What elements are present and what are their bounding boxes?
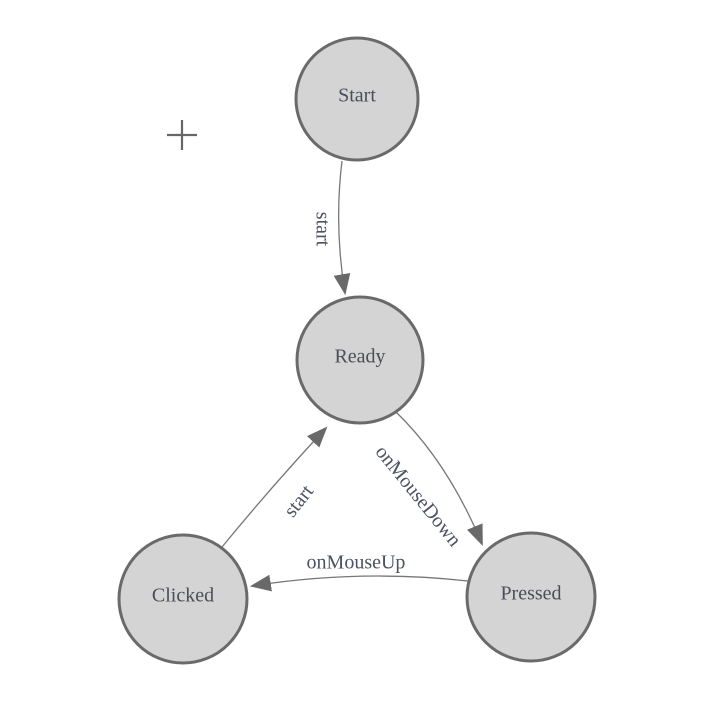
edge-label-pressed-to-clicked[interactable]: onMouseUp xyxy=(307,552,406,574)
node-circle-pressed[interactable] xyxy=(465,531,597,663)
node-label-start: Start xyxy=(338,85,376,107)
node-circle-start[interactable] xyxy=(294,36,420,162)
edge-line-ready-to-pressed[interactable] xyxy=(394,410,483,546)
edge-label-start-to-ready[interactable]: start xyxy=(311,212,333,247)
node-label-ready: Ready xyxy=(334,346,385,368)
edge-pressed-to-clicked: onMouseUp xyxy=(249,552,469,592)
node-label-pressed: Pressed xyxy=(500,583,561,605)
node-circle-ready[interactable] xyxy=(295,295,425,425)
node-ready[interactable]: Ready xyxy=(295,295,425,425)
node-circle-clicked[interactable] xyxy=(117,533,249,665)
edge-line-start-to-ready[interactable] xyxy=(333,160,351,296)
node-clicked[interactable]: Clicked xyxy=(117,533,249,665)
plus-icon[interactable] xyxy=(167,120,197,150)
node-pressed[interactable]: Pressed xyxy=(465,531,597,663)
edge-label-ready-to-pressed[interactable]: onMouseDown xyxy=(371,441,466,551)
edge-line-clicked-to-ready[interactable] xyxy=(221,426,328,548)
node-start[interactable]: Start xyxy=(294,36,420,162)
edge-label-clicked-to-ready[interactable]: start xyxy=(280,480,319,521)
node-label-clicked: Clicked xyxy=(152,585,214,607)
edge-clicked-to-ready: start xyxy=(221,426,328,548)
edge-ready-to-pressed: onMouseDown xyxy=(371,410,483,551)
edge-start-to-ready: start xyxy=(311,160,351,296)
edge-line-pressed-to-clicked[interactable] xyxy=(249,574,469,592)
